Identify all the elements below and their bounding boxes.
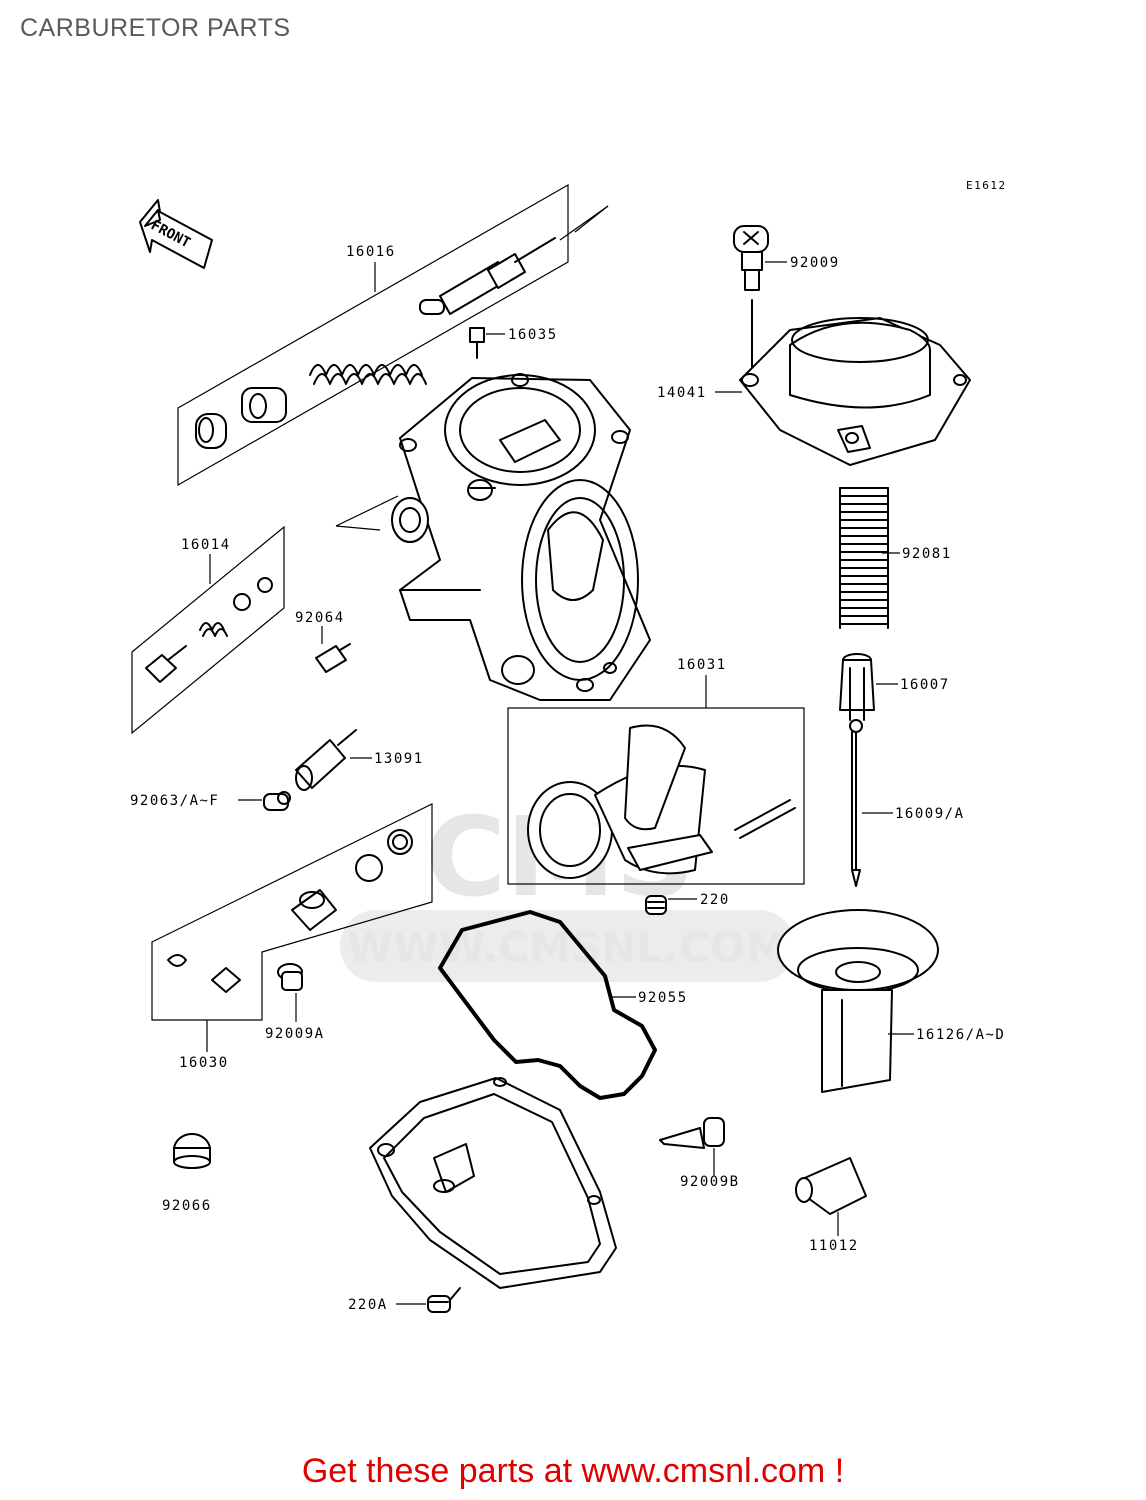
label-14041: 14041 [657, 385, 707, 401]
part-16007-needle-holder [839, 653, 875, 721]
part-16030-float-valve-kit [151, 803, 433, 1021]
label-92009: 92009 [790, 255, 840, 271]
float-bowl [369, 1077, 617, 1289]
label-16030: 16030 [179, 1055, 229, 1071]
part-92063-jet [263, 791, 291, 811]
carburetor-body [335, 373, 651, 701]
part-220-screw [645, 895, 667, 915]
page-title: CARBURETOR PARTS [20, 14, 291, 42]
label-16126: 16126/A~D [916, 1027, 1005, 1043]
label-13091: 13091 [374, 751, 424, 767]
part-220a-screw [427, 1287, 461, 1313]
label-16016: 16016 [346, 244, 396, 260]
part-16126-vacuum-piston [777, 909, 939, 1093]
part-92055-gasket [438, 910, 657, 1100]
part-16016-choke-kit [177, 183, 609, 487]
part-92066-cap [173, 1133, 211, 1169]
label-92009b: 92009B [680, 1174, 740, 1190]
part-16031-float-kit [507, 707, 805, 885]
label-92063: 92063/A~F [130, 793, 219, 809]
label-92055: 92055 [638, 990, 688, 1006]
label-220: 220 [700, 892, 730, 908]
part-92009-screw [733, 225, 769, 371]
part-92064-jet [315, 643, 351, 673]
label-92066: 92066 [162, 1198, 212, 1214]
label-16035: 16035 [508, 327, 558, 343]
label-92064: 92064 [295, 610, 345, 626]
part-92081-spring [839, 487, 889, 629]
part-16035-jet [469, 327, 485, 359]
part-16009-jet-needle [849, 719, 863, 887]
part-13091-needle-jet [295, 729, 357, 791]
part-92009b-screw [659, 1117, 725, 1149]
label-11012: 11012 [809, 1238, 859, 1254]
part-14041-top-cover [739, 317, 971, 466]
label-16009: 16009/A [895, 806, 965, 822]
footer-cta-link[interactable]: Get these parts at www.cmsnl.com ! [301, 1452, 845, 1490]
diagram-code: E1612 [966, 179, 1007, 192]
part-11012-boot [795, 1157, 867, 1215]
part-16014-pilot-screw-kit [131, 525, 285, 735]
exploded-parts-diagram: WWW.CMSNL.COM CMS E1612 FRONT 16016 16 [130, 179, 1007, 1313]
label-16007: 16007 [900, 677, 950, 693]
part-92009a-screw [277, 963, 303, 991]
front-arrow-icon: FRONT [139, 199, 213, 269]
label-92081: 92081 [902, 546, 952, 562]
label-16014: 16014 [181, 537, 231, 553]
label-92009a: 92009A [265, 1026, 325, 1042]
label-220a: 220A [348, 1297, 388, 1313]
label-16031: 16031 [677, 657, 727, 673]
